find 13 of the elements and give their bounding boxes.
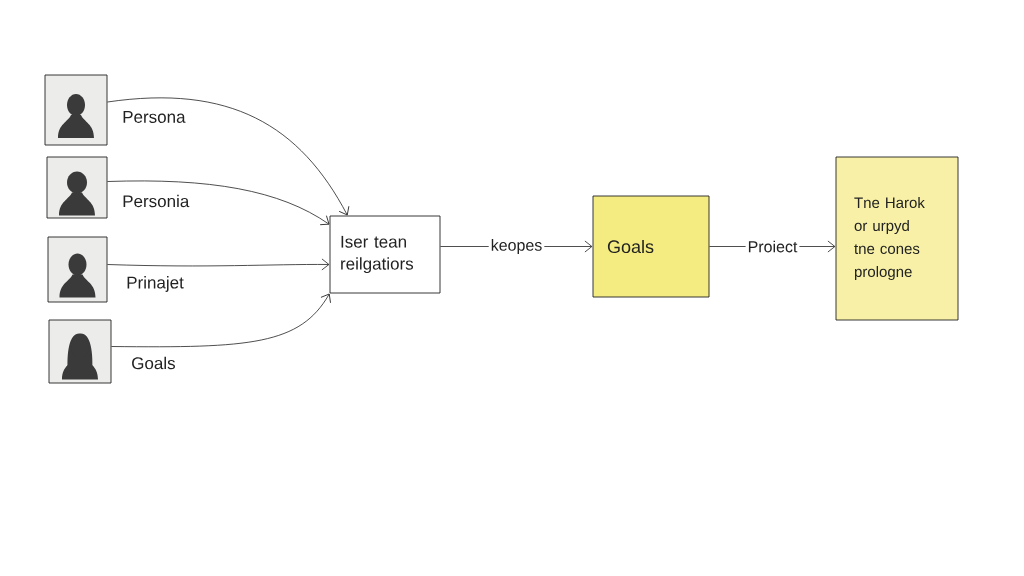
caption-text: Persona (123, 111, 186, 123)
caption-text: Prinajet (127, 276, 184, 292)
arrow (107, 180, 330, 226)
edge-label: keopes (488, 237, 545, 256)
caption-text: Personia (123, 194, 190, 208)
arrow (111, 293, 331, 348)
note-box: Tne Harok or urpyd tne cones prologne (835, 156, 959, 321)
arrow (107, 97, 350, 216)
note-box: Goals (592, 195, 710, 298)
edge-label: Proiect (745, 238, 800, 255)
caption-text: Goals (132, 356, 175, 370)
process-box: Iser tean reilgatiors (329, 215, 441, 294)
arrow (107, 258, 330, 271)
